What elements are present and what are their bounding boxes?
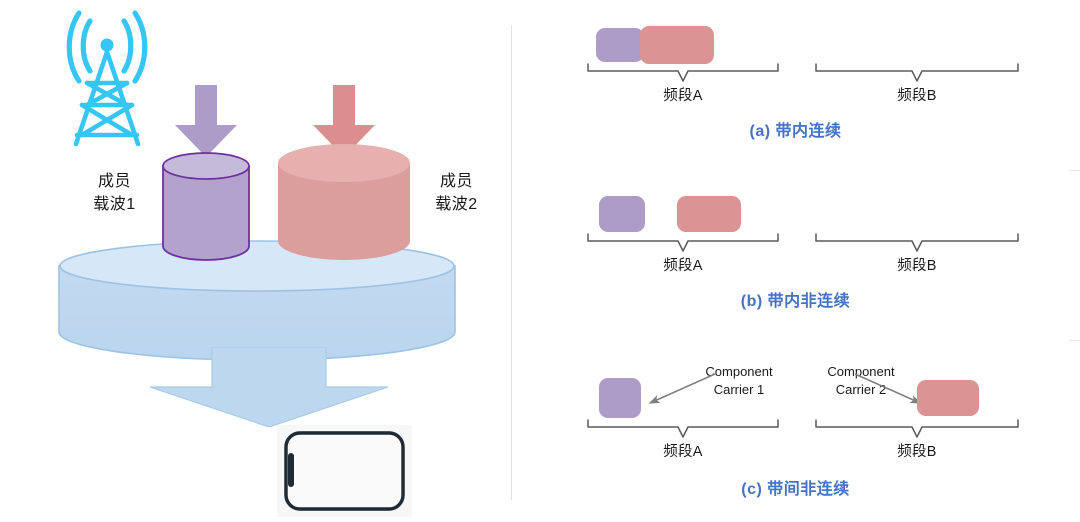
annotation-1-line1: Component [705,364,773,379]
component-carrier-2-box [917,380,979,416]
band-b-bracket [811,62,1023,84]
band-a-bracket [583,418,783,440]
band-b-bracket [811,232,1023,254]
component-carrier-1-box [599,196,645,232]
carrier2-label-line2: 载波2 [435,196,478,214]
section-c-inter-band-non-contiguous: Component Carrier 1 Component Carrier 2 [511,340,1080,518]
smartphone-icon [277,425,412,517]
band-a-label: 频段A [663,88,703,104]
component-carrier-2-annotation: Component Carrier 2 [801,363,921,398]
section-a-caption: (a) 带内连续 [749,123,842,140]
carrier2-label: 成员 载波2 [404,170,509,216]
broadcast-tower-icon [57,5,157,150]
carrier-aggregation-illustration: 成员 载波1 成员 载波2 [0,0,511,518]
panel-divider [511,25,512,500]
band-a-label: 频段A [663,444,703,460]
section-divider [1069,340,1080,341]
section-c-caption: (c) 带间非连续 [741,481,850,498]
component-carrier-1-box [599,378,641,418]
band-a-label: 频段A [663,258,703,274]
carrier2-label-line1: 成员 [439,173,473,190]
carrier1-label-line1: 成员 [97,173,131,190]
down-arrow-icon [175,85,237,157]
down-arrow-icon [149,346,389,428]
section-divider [1069,170,1080,171]
component-carrier-2-box [640,26,714,64]
component-carrier-1-annotation: Component Carrier 1 [679,363,799,398]
section-b-caption: (b) 带内非连续 [740,293,851,310]
band-b-label: 频段B [897,444,937,460]
band-b-label: 频段B [897,258,937,274]
section-a-intra-band-contiguous: 频段A 频段B (a) 带内连续 [511,0,1080,170]
band-b-label: 频段B [897,88,937,104]
annotation-2-arrow-icon [851,370,931,410]
component-carrier-2-box [677,196,741,232]
carrier1-label: 成员 载波1 [62,170,167,216]
component-carrier-2-cylinder [277,143,411,261]
component-carrier-1-cylinder [161,152,251,262]
annotation-2-line2: Carrier 2 [835,381,887,397]
band-a-bracket [583,232,783,254]
annotation-2-line1: Component [827,364,895,379]
band-a-bracket [583,62,783,84]
annotation-1-arrow-icon [639,370,719,410]
carrier-aggregation-types-panel: 频段A 频段B (a) 带内连续 频段A [511,0,1080,518]
band-b-bracket [811,418,1023,440]
component-carrier-1-box [596,28,644,62]
down-arrow-icon [313,85,375,157]
carrier1-label-line2: 载波1 [93,196,136,214]
section-b-intra-band-non-contiguous: 频段A 频段B (b) 带内非连续 [511,170,1080,340]
annotation-1-line2: Carrier 1 [713,381,765,397]
